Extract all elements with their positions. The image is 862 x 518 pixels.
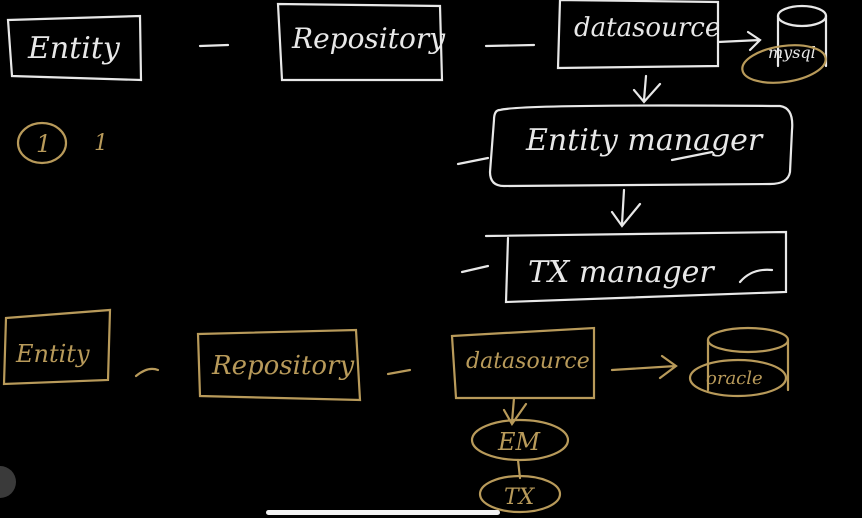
bottom-tx-oval — [478, 474, 562, 514]
top-entity-box — [6, 14, 143, 82]
top-entity-manager-box — [488, 104, 794, 188]
bottom-tx-label: TX — [504, 485, 536, 510]
side-handle[interactable] — [0, 466, 16, 498]
stray-mark: 1 — [94, 131, 108, 156]
circled-number: 1 — [36, 130, 51, 158]
bottom-em-oval — [470, 418, 570, 462]
top-db-highlight — [741, 44, 827, 84]
bottom-db-highlight — [688, 358, 788, 398]
top-ds-em-arrow — [632, 74, 662, 104]
top-tx-manager-box — [484, 230, 788, 304]
top-datasource-box — [556, 0, 720, 70]
top-tx-tick — [460, 264, 490, 274]
top-entity-label: Entity — [27, 31, 121, 66]
top-db-label: mysql — [768, 43, 816, 62]
bottom-ds-em-arrow — [502, 396, 528, 427]
top-tx-flourish — [738, 268, 774, 284]
gold-annotations — [2, 44, 827, 514]
top-repository-box — [276, 2, 444, 82]
top-repo-datasource-link — [484, 43, 536, 48]
top-entity-manager-label: Entity manager — [525, 123, 764, 158]
top-em-tx-arrow — [610, 188, 642, 228]
home-indicator-bar[interactable] — [266, 510, 500, 515]
bottom-em-label: EM — [497, 428, 542, 456]
bottom-entity-repo-arrow — [134, 367, 160, 378]
bottom-datasource-box — [450, 326, 596, 400]
bottom-repository-label: Repository — [211, 351, 354, 381]
bottom-entity-box — [2, 308, 112, 386]
top-entity-repo-link — [198, 43, 230, 48]
bottom-datasource-label: datasource — [466, 349, 590, 374]
top-repository-label: Repository — [291, 22, 446, 55]
bottom-entity-label: Entity — [15, 340, 90, 368]
bottom-ds-db-arrow — [610, 354, 678, 380]
top-diagram — [6, 0, 828, 304]
top-datasource-label: datasource — [574, 13, 720, 43]
circled-number-ring — [16, 121, 68, 165]
top-tx-manager-label: TX manager — [528, 255, 715, 290]
bottom-repo-ds-arrow — [386, 368, 412, 376]
top-em-tick — [456, 156, 490, 166]
top-em-underline — [670, 150, 714, 162]
bottom-repository-box — [196, 328, 362, 402]
top-datasource-db-arrow — [716, 30, 762, 52]
bottom-db-label: oracle — [706, 368, 763, 389]
